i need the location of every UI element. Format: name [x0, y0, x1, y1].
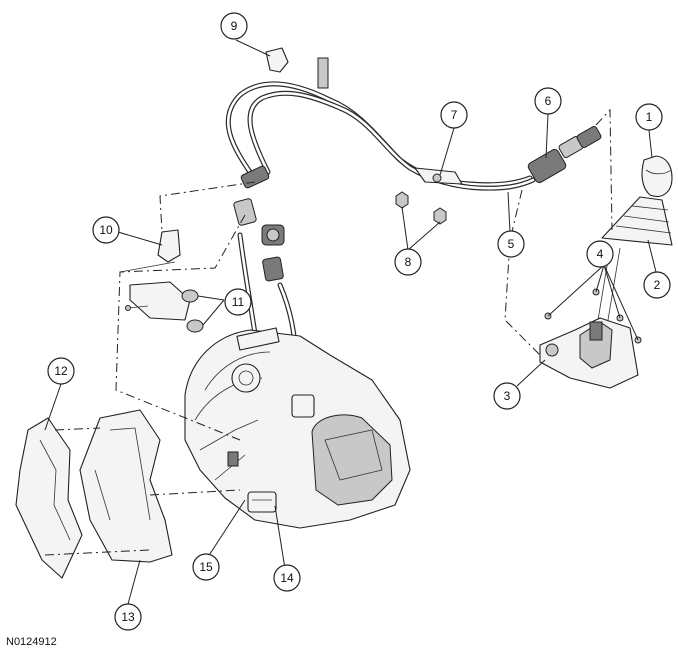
shift-boot: [601, 196, 673, 246]
svg-text:6: 6: [545, 94, 552, 108]
callout-15: 15: [192, 553, 220, 581]
svg-text:8: 8: [405, 255, 412, 269]
svg-text:4: 4: [597, 247, 604, 261]
installation-lines: [44, 108, 613, 556]
shift-knob: [641, 155, 673, 197]
svg-text:3: 3: [504, 389, 511, 403]
shift-lever-housing: [539, 247, 639, 389]
callout-8: 8: [394, 248, 422, 276]
callout-3: 3: [493, 382, 521, 410]
shift-cable-bracket: [119, 229, 191, 321]
nuts-8: [395, 191, 447, 225]
callout-4: 4: [586, 240, 614, 268]
svg-text:2: 2: [654, 278, 661, 292]
callout-leaders: [44, 39, 657, 605]
callout-14: 14: [273, 564, 301, 592]
svg-text:11: 11: [232, 295, 245, 309]
svg-text:12: 12: [54, 364, 68, 378]
cable-retaining-clip: [265, 47, 329, 89]
manual-transmission: [184, 327, 411, 529]
callout-7: 7: [440, 101, 468, 129]
callout-11: 11: [224, 288, 252, 316]
callout-10: 10: [92, 216, 120, 244]
callout-1: 1: [635, 103, 663, 131]
svg-text:7: 7: [451, 108, 458, 122]
svg-text:15: 15: [199, 560, 213, 574]
svg-text:10: 10: [99, 223, 113, 237]
shield-12: [15, 417, 83, 579]
callout-13: 13: [114, 603, 142, 631]
bushings-11: [181, 289, 204, 333]
svg-text:9: 9: [231, 19, 238, 33]
figure-reference-code: N0124912: [6, 636, 57, 648]
callout-6: 6: [534, 87, 562, 115]
callout-12: 12: [47, 357, 75, 385]
cable-end-fitting-upper: [233, 165, 285, 282]
callout-9: 9: [220, 12, 248, 40]
cable-bracket-clip: [414, 167, 463, 185]
svg-text:13: 13: [121, 610, 135, 624]
svg-text:1: 1: [646, 110, 653, 124]
svg-text:14: 14: [280, 571, 294, 585]
shield-13: [79, 409, 173, 563]
callout-2: 2: [643, 271, 671, 299]
svg-text:5: 5: [508, 237, 515, 251]
cable-end-fitting-lever: [527, 126, 602, 184]
callout-5: 5: [497, 230, 525, 258]
